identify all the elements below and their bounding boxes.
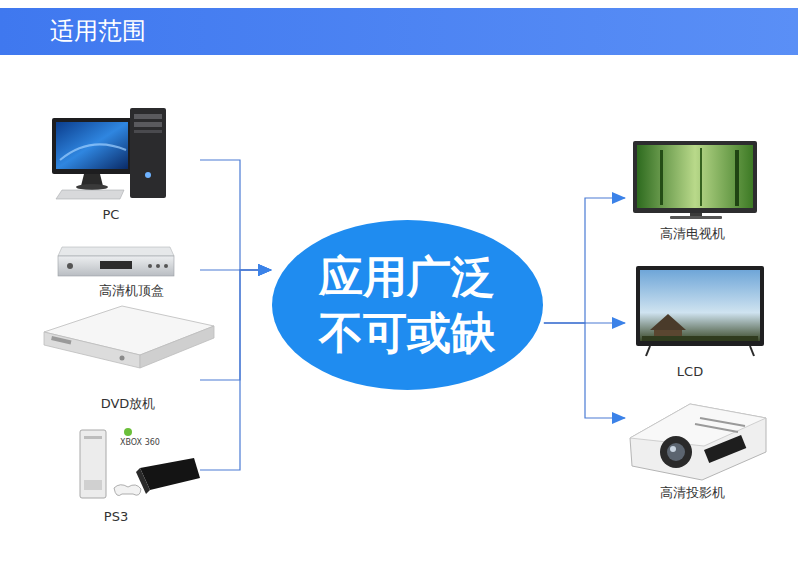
set-top-box-picture-part (58, 247, 174, 256)
hd-tv-picture-part (670, 216, 722, 219)
projector-picture-part (667, 443, 685, 461)
device-label: DVD放机 (101, 396, 156, 412)
connector-line (200, 270, 271, 380)
pc-picture-part (76, 184, 108, 190)
device-label: 高清投影机 (660, 485, 725, 501)
pc-picture-part (134, 114, 162, 119)
connector-line (544, 323, 625, 418)
set-top-box-picture-part (164, 264, 168, 268)
dvd-drive-picture-part (140, 326, 214, 368)
game-console-picture-part (124, 428, 132, 436)
device-node: PC (40, 100, 200, 230)
game-console-picture-part (114, 485, 141, 496)
lcd-picture-part (642, 336, 758, 341)
projector-picture-part (695, 424, 738, 432)
device-label: PC (103, 207, 120, 223)
header-bar: 适用范围 (0, 8, 798, 55)
hd-tv-picture-part (637, 145, 753, 208)
connector-line (544, 198, 625, 323)
pc-picture-part (52, 118, 132, 174)
device-node: 高清机顶盒 (40, 240, 200, 301)
device-node: LCD (625, 255, 770, 383)
hd-tv-picture-part (735, 150, 739, 206)
pc-picture-part (134, 122, 162, 127)
projector-picture-part (704, 435, 746, 463)
lcd-picture-part (640, 270, 760, 341)
dvd-drive-picture-part (44, 332, 140, 368)
set-top-box-picture-part (67, 263, 73, 269)
dvd-drive-picture (44, 306, 214, 368)
dvd-drive-picture-part (51, 336, 71, 344)
device-node: 高清电视机 (625, 135, 770, 245)
lcd-picture (636, 266, 764, 356)
lcd-picture-part (636, 266, 764, 346)
set-top-box-picture-part (100, 261, 132, 269)
device-label: 高清机顶盒 (99, 283, 164, 299)
pc-picture-part (145, 172, 151, 178)
console-logo-text: XBOX 360 (120, 438, 160, 448)
header-title: 适用范围 (50, 16, 146, 46)
pc-picture-part (60, 144, 126, 160)
pc-picture-part (130, 108, 166, 198)
pc-picture-part (56, 122, 128, 169)
projector-picture-part (630, 404, 766, 480)
hub-ellipse: 应用广泛 不可或缺 (271, 219, 544, 391)
dvd-drive-picture-part (120, 356, 125, 361)
lcd-picture-part (646, 346, 650, 356)
device-node: 高清投影机 (625, 393, 775, 505)
set-top-box-picture-part (58, 256, 174, 276)
game-console-picture-part (84, 480, 102, 490)
connector-line (200, 160, 271, 270)
lcd-picture-part (750, 346, 754, 356)
game-console-picture-part (80, 430, 106, 498)
projector-picture (630, 404, 766, 480)
set-top-box-picture-part (156, 264, 160, 268)
game-console-picture (80, 428, 200, 498)
hd-tv-picture (633, 141, 757, 219)
connector-line (200, 270, 271, 470)
device-label: LCD (677, 364, 703, 380)
ellipse-fill (272, 220, 543, 390)
set-top-box-picture-part (148, 264, 152, 268)
device-label: 高清电视机 (660, 226, 725, 242)
ellipse-text-wrap: 应用广泛 不可或缺 (271, 219, 544, 391)
game-console-picture-part (84, 436, 102, 439)
projector-picture-part (630, 404, 766, 446)
game-console-picture-part (140, 458, 200, 490)
device-label: PS3 (104, 509, 128, 525)
lcd-picture-part (650, 314, 686, 330)
slogan-text: 应用广泛 不可或缺 (309, 249, 505, 362)
projector-picture-part (660, 436, 692, 468)
device-node: DVD放机 (40, 302, 200, 420)
pc-picture (52, 108, 166, 199)
hd-tv-picture-part (633, 141, 757, 213)
hd-tv-picture-part (660, 150, 663, 205)
projector-picture-part (670, 446, 676, 452)
pc-picture-part (56, 190, 124, 199)
ellipse-shape (271, 219, 544, 391)
set-top-box-picture (58, 247, 174, 276)
pc-picture-part (134, 130, 162, 133)
hd-tv-picture-part (700, 148, 702, 206)
projector-picture-part (700, 418, 745, 426)
